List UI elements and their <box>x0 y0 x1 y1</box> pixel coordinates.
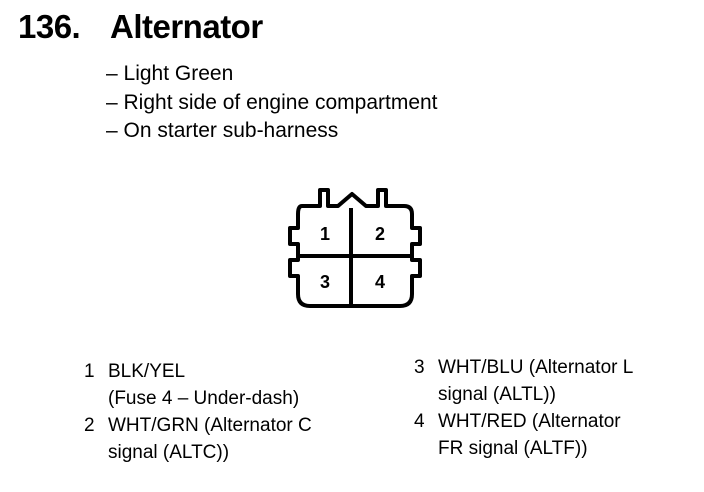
connector-diagram: 1 2 3 4 <box>288 188 422 308</box>
pin-entry-1: 1 BLK/YEL (Fuse 4 – Under-dash) <box>84 358 384 412</box>
terminal-label-3: 3 <box>320 272 330 292</box>
pin-description: signal (ALTC)) <box>108 442 230 463</box>
section-title: Alternator <box>110 8 263 45</box>
pin-number: 2 <box>84 415 95 436</box>
pin-list-right: 3 WHT/BLU (Alternator L signal (ALTL)) 4… <box>414 354 694 462</box>
terminal-label-2: 2 <box>375 224 385 244</box>
pin-description: signal (ALTL)) <box>438 384 556 405</box>
section-number: 136. <box>18 8 81 45</box>
connector-outline <box>288 188 422 308</box>
pin-wire-color: WHT/GRN (Alternator C <box>108 415 312 436</box>
pin-entry-3: 3 WHT/BLU (Alternator L signal (ALTL)) <box>414 354 694 408</box>
detail-color: – Light Green <box>106 62 234 85</box>
pin-entry-2: 2 WHT/GRN (Alternator C signal (ALTC)) <box>84 412 384 466</box>
pin-description: (Fuse 4 – Under-dash) <box>108 388 300 409</box>
pin-wire-color: WHT/BLU (Alternator L <box>438 357 634 378</box>
pin-wire-color: WHT/RED (Alternator <box>438 411 621 432</box>
pin-number: 3 <box>414 357 425 378</box>
pin-description: FR signal (ALTF)) <box>438 438 588 459</box>
pin-number: 1 <box>84 361 95 382</box>
pin-number: 4 <box>414 411 425 432</box>
pin-entry-4: 4 WHT/RED (Alternator FR signal (ALTF)) <box>414 408 694 462</box>
pin-wire-color: BLK/YEL <box>108 361 186 382</box>
detail-harness: – On starter sub-harness <box>106 119 339 142</box>
detail-location: – Right side of engine compartment <box>106 90 438 114</box>
terminal-label-1: 1 <box>320 224 330 244</box>
pin-list-left: 1 BLK/YEL (Fuse 4 – Under-dash) 2 WHT/GR… <box>84 358 384 466</box>
terminal-label-4: 4 <box>375 272 385 292</box>
connector-details: – Light Green – Right side of engine com… <box>106 60 438 146</box>
page-title: 136. Alternator <box>18 8 263 46</box>
